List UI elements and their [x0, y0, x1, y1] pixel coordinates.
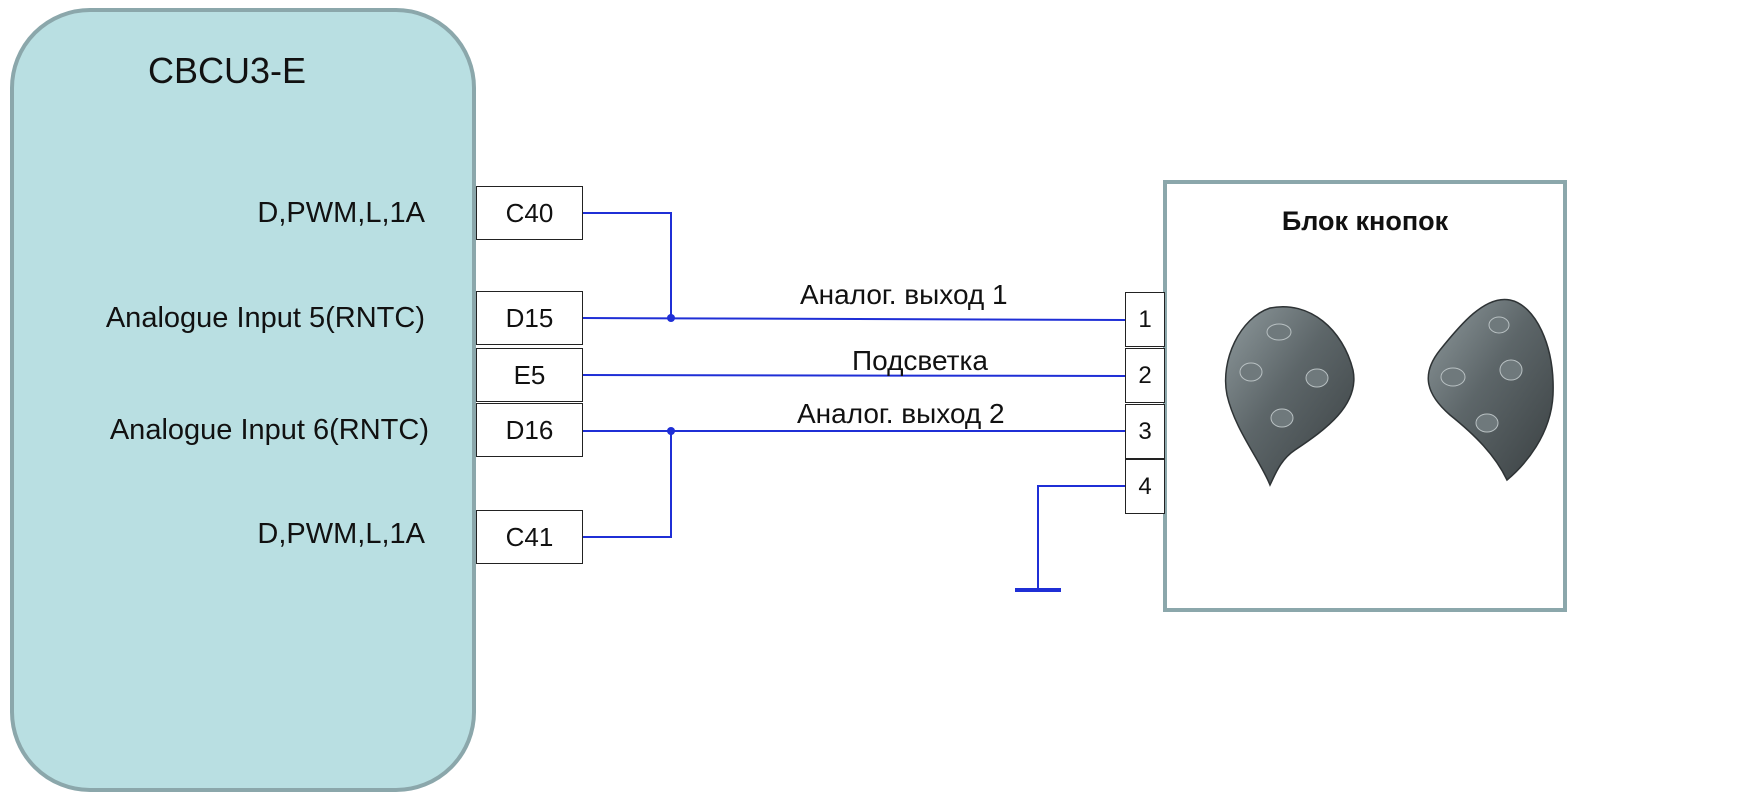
- module-pin-3: 3: [1125, 404, 1165, 459]
- signal-label-d15: Analogue Input 5(RNTC): [105, 302, 425, 334]
- wire-ground: [1037, 485, 1125, 590]
- signal-label-c40: D,PWM,L,1A: [257, 197, 425, 229]
- ecu-pin-d16: D16: [476, 403, 583, 457]
- module-pin-1: 1: [1125, 292, 1165, 347]
- wire-analog-out-1: [582, 317, 1126, 321]
- signal-label-c41: D,PWM,L,1A: [257, 518, 425, 550]
- module-title: Блок кнопок: [1281, 206, 1449, 236]
- ecu-pin-c41: C41: [476, 510, 583, 564]
- left-button-pad-image: [1224, 306, 1355, 487]
- wire-c40: [583, 212, 672, 318]
- junction-dot: [667, 314, 675, 322]
- ecu-pin-e5: E5: [476, 348, 583, 402]
- wire-label-backlight: Подсветка: [852, 345, 988, 376]
- ecu-title: CBCU3-E: [148, 50, 307, 91]
- module-pin-2: 2: [1125, 348, 1165, 403]
- signal-label-d16: Analogue Input 6(RNTC): [109, 414, 429, 446]
- wire-label-analog-out-1: Аналог. выход 1: [800, 279, 1008, 310]
- wire-backlight: [582, 374, 1126, 377]
- junction-dot: [667, 427, 675, 435]
- ecu-pin-c40: C40: [476, 186, 583, 240]
- wire-c41: [583, 431, 672, 538]
- module-pin-4: 4: [1125, 459, 1165, 514]
- wire-label-analog-out-2: Аналог. выход 2: [797, 398, 1005, 429]
- ecu-pin-d15: D15: [476, 291, 583, 345]
- right-button-pad-image: [1427, 298, 1554, 482]
- ecu-block: [10, 8, 476, 792]
